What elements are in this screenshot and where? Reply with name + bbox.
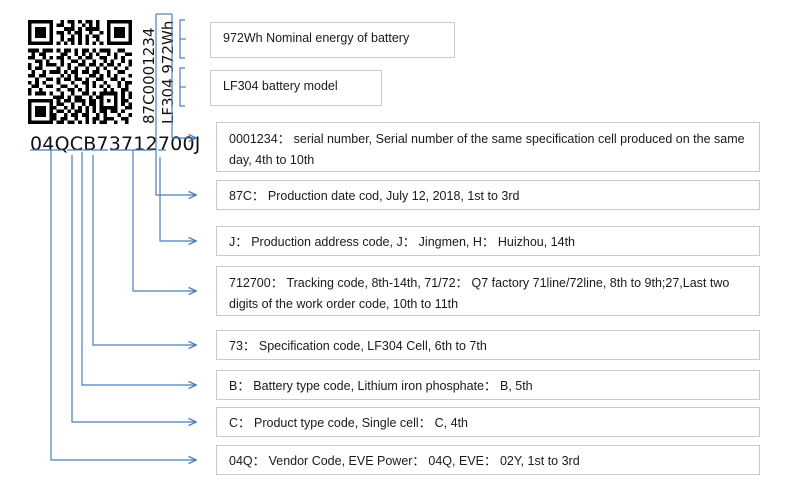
callout-box-serial-number: 0001234： serial number, Serial number of…	[216, 122, 760, 172]
leader-vendor-code	[50, 150, 196, 460]
leader-production-address	[159, 157, 196, 241]
callout-text: 0001234： serial number, Serial number of…	[229, 132, 745, 167]
vertical-code-left: 87C0001234	[140, 27, 158, 124]
callout-box-production-date-code: 87C： Production date cod, July 12, 2018,…	[216, 180, 760, 210]
callout-box-tracking-code: 712700： Tracking code, 8th-14th, 71/72： …	[216, 266, 760, 316]
callout-box-vendor-code: 04Q： Vendor Code, EVE Power： 04Q, EVE： 0…	[216, 445, 760, 475]
leader-specification-code	[92, 155, 196, 345]
callout-box-production-address-code: J： Production address code, J： Jingmen, …	[216, 226, 760, 256]
callout-text: J： Production address code, J： Jingmen, …	[229, 235, 576, 249]
callout-box-battery-model: LF304 battery model	[210, 70, 382, 106]
callout-box-specification-code: 73： Specification code, LF304 Cell, 6th …	[216, 330, 760, 360]
callout-text: 87C： Production date cod, July 12, 2018,…	[229, 189, 520, 203]
human-readable-code: 04QCB73712700J	[30, 133, 201, 155]
leader-tracking-code	[132, 150, 196, 291]
callout-box-nominal-energy: 972Wh Nominal energy of battery	[210, 22, 455, 58]
brace-battery-model	[179, 67, 185, 107]
leader-product-type	[71, 155, 196, 422]
callout-text: 712700： Tracking code, 8th-14th, 71/72： …	[229, 276, 730, 311]
callout-box-product-type-code: C： Product type code, Single cell： C, 4t…	[216, 407, 760, 437]
callout-box-battery-type-code: B： Battery type code, Lithium iron phosp…	[216, 370, 760, 400]
callout-text: LF304 battery model	[223, 79, 338, 93]
callout-text: 972Wh Nominal energy of battery	[223, 31, 410, 45]
callout-text: 04Q： Vendor Code, EVE Power： 04Q, EVE： 0…	[229, 454, 580, 468]
callout-text: C： Product type code, Single cell： C, 4t…	[229, 416, 469, 430]
vertical-code-right: LF304 972Wh	[159, 20, 177, 124]
brace-nominal-energy	[179, 19, 185, 59]
qr-code	[28, 20, 132, 124]
callout-text: B： Battery type code, Lithium iron phosp…	[229, 379, 533, 393]
callout-text: 73： Specification code, LF304 Cell, 6th …	[229, 339, 487, 353]
leader-battery-type	[81, 152, 196, 385]
